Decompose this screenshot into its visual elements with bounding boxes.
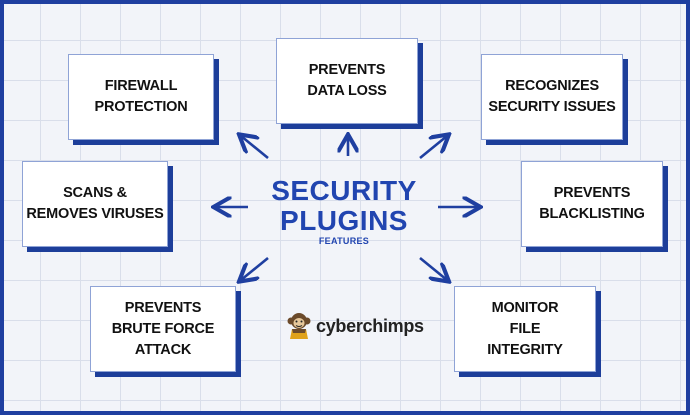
feature-card-recognizes-security-issues: RECOGNIZES SECURITY ISSUES [481, 54, 623, 140]
arrow-to-monitor [419, 256, 447, 280]
feature-card-scans-removes-viruses: SCANS & REMOVES VIRUSES [22, 161, 168, 247]
arrow-to-firewall [241, 136, 269, 160]
feature-card-monitor-file-integrity: MONITOR FILE INTEGRITY [454, 286, 596, 372]
feature-label: MONITOR FILE INTEGRITY [487, 299, 563, 358]
title-line-2: PLUGINS [280, 205, 408, 236]
feature-card-prevents-blacklisting: PREVENTS BLACKLISTING [521, 161, 663, 247]
feature-card-prevents-brute-force-attack: PREVENTS BRUTE FORCE ATTACK [90, 286, 236, 372]
chimp-mascot-icon [287, 313, 311, 339]
title-line-1: SECURITY [271, 175, 417, 206]
feature-label: PREVENTS BRUTE FORCE ATTACK [111, 299, 215, 358]
feature-label: RECOGNIZES SECURITY ISSUES [488, 78, 616, 115]
feature-label: PREVENTS BLACKLISTING [539, 185, 645, 222]
logo-text: cyberchimps [316, 315, 424, 336]
feature-card-prevents-data-loss: PREVENTS DATA LOSS [276, 38, 418, 124]
central-title: SECURITY PLUGINS FEATURES [249, 175, 439, 247]
arrow-to-brute-force [241, 256, 269, 280]
feature-label: PREVENTS DATA LOSS [307, 62, 387, 99]
feature-label: FIREWALL PROTECTION [94, 78, 188, 115]
arrows-layer [4, 4, 686, 411]
brand-logo: cyberchimps [286, 312, 424, 340]
feature-card-firewall-protection: FIREWALL PROTECTION [68, 54, 214, 140]
arrow-to-recognizes [419, 136, 447, 160]
title-subtitle: FEATURES [318, 236, 370, 246]
feature-label: SCANS & REMOVES VIRUSES [26, 185, 164, 222]
